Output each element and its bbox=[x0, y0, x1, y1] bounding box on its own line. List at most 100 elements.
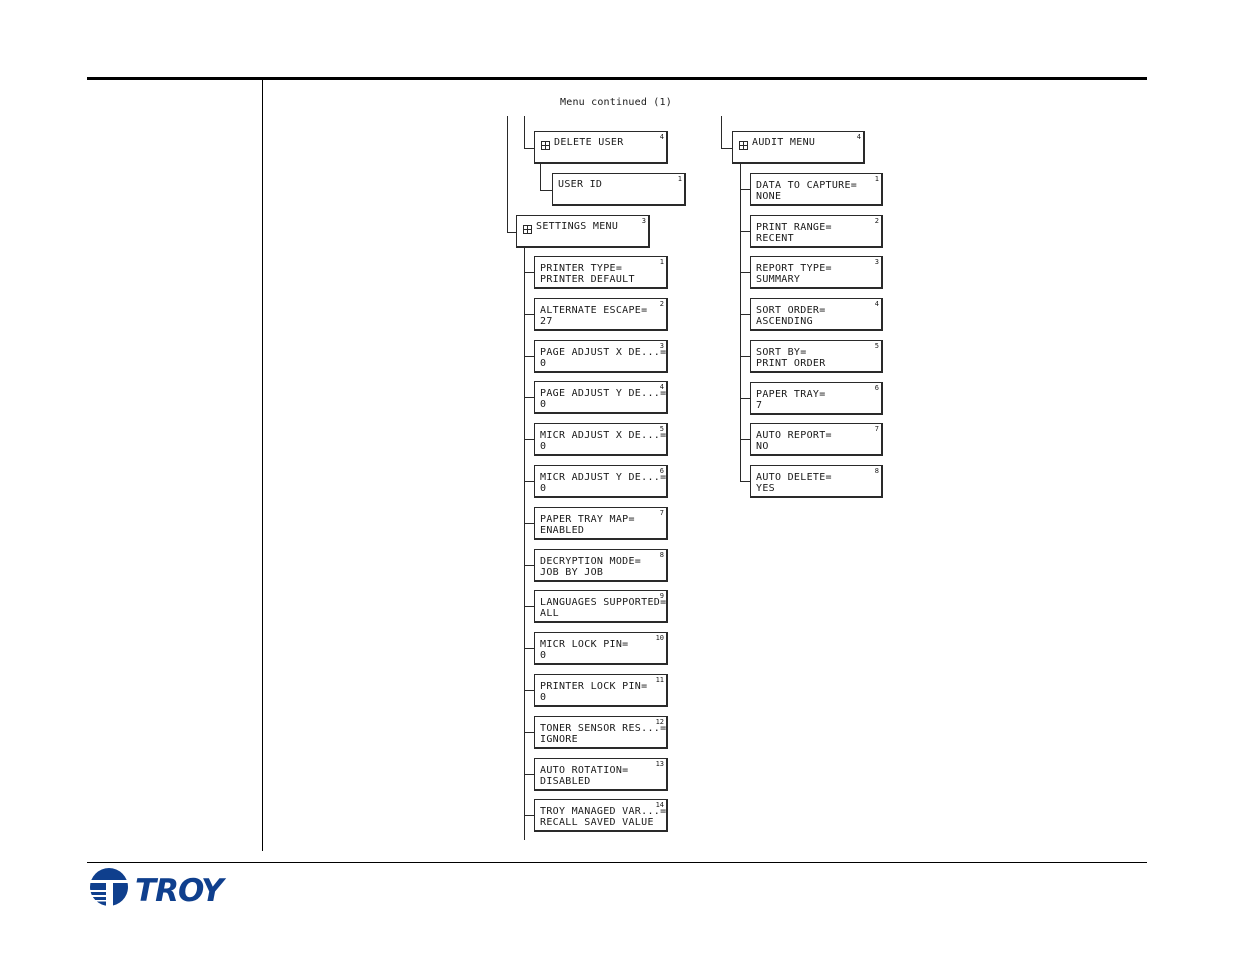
item-value: 0 bbox=[540, 358, 547, 369]
item-label: TROY MANAGED VAR...= bbox=[540, 806, 667, 817]
connector-tick bbox=[740, 439, 750, 440]
item-number: 2 bbox=[874, 217, 879, 225]
node-number: 4 bbox=[659, 133, 664, 141]
item-value: NO bbox=[756, 441, 769, 452]
item-number: 13 bbox=[655, 760, 664, 768]
settings-item: MICR ADJUST Y DE...=0 6 bbox=[534, 465, 668, 498]
item-label: PRINTER TYPE= bbox=[540, 263, 623, 274]
item-number: 11 bbox=[655, 676, 664, 684]
connector-tick bbox=[740, 481, 750, 482]
item-value: RECENT bbox=[756, 233, 794, 244]
connector-tick bbox=[740, 314, 750, 315]
item-label: PAGE ADJUST Y DE...= bbox=[540, 388, 667, 399]
node-label: DELETE USER bbox=[554, 137, 624, 148]
expand-icon bbox=[739, 141, 748, 150]
item-value: ENABLED bbox=[540, 525, 585, 536]
item-label: TONER SENSOR RES...= bbox=[540, 723, 667, 734]
item-label: SORT ORDER= bbox=[756, 305, 826, 316]
item-number: 1 bbox=[874, 175, 879, 183]
connector-tick bbox=[524, 481, 534, 482]
item-number: 7 bbox=[874, 425, 879, 433]
connector-tick bbox=[524, 439, 534, 440]
user-id-node: USER ID 1 bbox=[552, 173, 686, 206]
item-label: MICR LOCK PIN= bbox=[540, 639, 629, 650]
header-rule bbox=[87, 77, 1147, 80]
connector-line bbox=[507, 116, 508, 232]
node-number: 4 bbox=[856, 133, 861, 141]
item-number: 10 bbox=[655, 634, 664, 642]
audit-trunk-line bbox=[740, 163, 741, 481]
connector-tick bbox=[524, 815, 534, 816]
connector-tick bbox=[740, 189, 750, 190]
connector-tick bbox=[524, 565, 534, 566]
connector-tick bbox=[740, 398, 750, 399]
connector-line bbox=[540, 163, 541, 190]
item-number: 6 bbox=[659, 467, 664, 475]
audit-item: DATA TO CAPTURE=NONE 1 bbox=[750, 173, 883, 206]
item-label: MICR ADJUST Y DE...= bbox=[540, 472, 667, 483]
item-label: PAPER TRAY MAP= bbox=[540, 514, 635, 525]
item-label: MICR ADJUST X DE...= bbox=[540, 430, 667, 441]
footer-rule bbox=[87, 862, 1147, 863]
item-number: 3 bbox=[874, 258, 879, 266]
connector-tick bbox=[524, 272, 534, 273]
connector-tick bbox=[524, 314, 534, 315]
expand-icon bbox=[541, 141, 550, 150]
item-number: 4 bbox=[874, 300, 879, 308]
audit-menu-node: AUDIT MENU 4 bbox=[732, 131, 865, 164]
node-number: 1 bbox=[677, 175, 682, 183]
item-number: 5 bbox=[874, 342, 879, 350]
item-number: 7 bbox=[659, 509, 664, 517]
item-number: 9 bbox=[659, 592, 664, 600]
item-value: 0 bbox=[540, 483, 547, 494]
item-value: 27 bbox=[540, 316, 553, 327]
item-label: PRINT RANGE= bbox=[756, 222, 832, 233]
diagram-caption: Menu continued (1) bbox=[560, 97, 672, 108]
expand-icon bbox=[523, 225, 532, 234]
audit-item: SORT ORDER=ASCENDING 4 bbox=[750, 298, 883, 331]
connector-tick bbox=[524, 774, 534, 775]
item-number: 14 bbox=[655, 801, 664, 809]
settings-item: PAPER TRAY MAP=ENABLED 7 bbox=[534, 507, 668, 540]
connector-tick bbox=[524, 732, 534, 733]
item-label: AUTO REPORT= bbox=[756, 430, 832, 441]
item-value: YES bbox=[756, 483, 775, 494]
connector-tick bbox=[524, 356, 534, 357]
item-label: DECRYPTION MODE= bbox=[540, 556, 642, 567]
connector-line bbox=[540, 190, 552, 191]
connector-line bbox=[507, 232, 516, 233]
connector-line bbox=[721, 116, 722, 148]
item-value: ASCENDING bbox=[756, 316, 813, 327]
item-value: 0 bbox=[540, 399, 547, 410]
item-value: DISABLED bbox=[540, 776, 591, 787]
item-value: NONE bbox=[756, 191, 782, 202]
item-number: 5 bbox=[659, 425, 664, 433]
audit-item: AUTO REPORT=NO 7 bbox=[750, 423, 883, 456]
connector-line bbox=[524, 116, 525, 148]
item-label: ALTERNATE ESCAPE= bbox=[540, 305, 648, 316]
connector-tick bbox=[524, 397, 534, 398]
troy-logo-mark bbox=[90, 868, 130, 907]
item-value: 0 bbox=[540, 692, 547, 703]
item-value: PRINT ORDER bbox=[756, 358, 826, 369]
connector-tick bbox=[524, 648, 534, 649]
troy-logo-text: TROY bbox=[135, 873, 224, 909]
connector-tick bbox=[524, 523, 534, 524]
item-label: DATA TO CAPTURE= bbox=[756, 180, 858, 191]
audit-item: PRINT RANGE=RECENT 2 bbox=[750, 215, 883, 248]
connector-tick bbox=[524, 606, 534, 607]
margin-rule bbox=[262, 80, 263, 851]
node-label: AUDIT MENU bbox=[752, 137, 816, 148]
connector-line bbox=[524, 148, 534, 149]
